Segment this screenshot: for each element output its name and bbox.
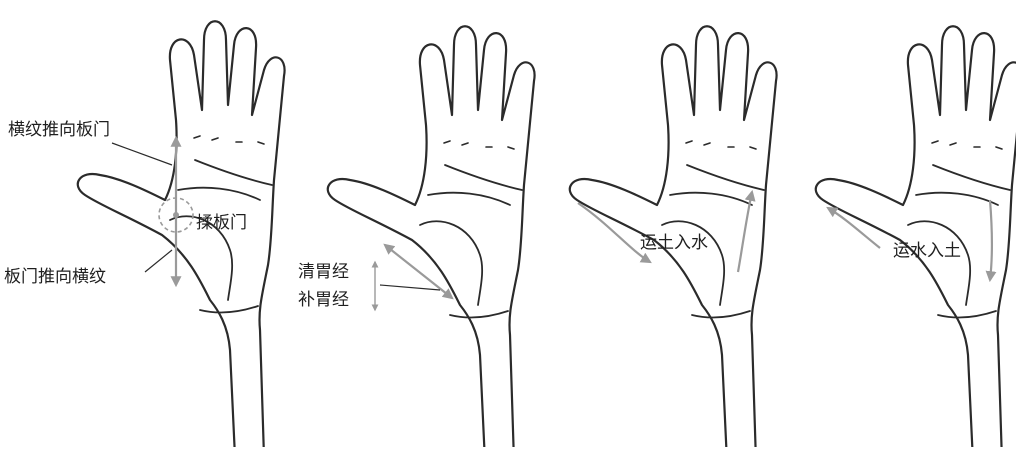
hand-4-outline — [814, 25, 1016, 452]
label-hand-1-top: 横纹推向板门 — [8, 120, 110, 140]
hand-4-arrow-b — [985, 199, 997, 283]
label-hand-1-bottom: 板门推向横纹 — [4, 267, 106, 287]
hand-1-circle-marker — [158, 197, 194, 233]
label-hand-3: 运土入水 — [640, 233, 708, 253]
label-hand-2-down: 补胃经 — [298, 290, 349, 310]
hand-1-outline — [76, 20, 286, 452]
hand-1-top-leader — [111, 142, 173, 166]
label-hand-4: 运水入土 — [893, 241, 961, 261]
hand-3-arrow-b — [736, 189, 756, 273]
hand-4-arrow-a — [826, 206, 881, 249]
hand-3-arrow-a — [577, 202, 652, 264]
hand-2-outline — [326, 25, 536, 452]
label-hand-2-up: 清胃经 — [298, 262, 349, 282]
hand-1: 横纹推向板门 揉板门 板门推向横纹 — [4, 20, 286, 452]
hand-1-center-dot — [173, 212, 179, 218]
hand-3: 运土入水 — [568, 25, 778, 452]
hand-2-arrow — [383, 243, 454, 300]
hand-4: 运水入土 — [814, 25, 1016, 452]
label-hand-1-center: 揉板门 — [196, 213, 247, 233]
hand-1-bottom-leader — [144, 249, 173, 273]
hand-2-leader — [379, 284, 441, 291]
hand-2: 清胃经 补胃经 — [298, 25, 536, 452]
